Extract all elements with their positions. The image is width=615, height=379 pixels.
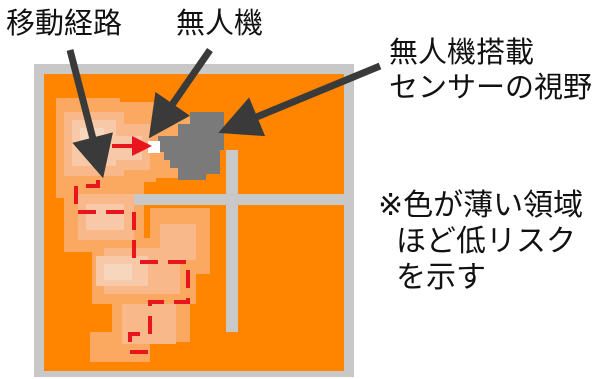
drone-callout-arrow (148, 48, 213, 139)
note-line3: を示す (396, 260, 486, 295)
risk-cell (104, 264, 132, 280)
sensor-label-line1: 無人機搭載 (389, 35, 535, 69)
wall-horizontal (134, 194, 344, 205)
note-line1: ※色が薄い領域 (378, 188, 584, 223)
drone-label: 無人機 (176, 6, 264, 40)
risk-cell (160, 224, 196, 260)
route-label: 移動経路 (6, 6, 123, 40)
walls (134, 150, 344, 332)
wall-vertical-top (226, 150, 238, 198)
sensor-view-label: 無人機搭載 センサーの視野 (389, 35, 592, 105)
risk-cell (86, 204, 124, 230)
risk-note: ※色が薄い領域 ほど低リスク を示す (378, 188, 583, 296)
sensor-label-line2: センサーの視野 (389, 69, 593, 104)
sensor-callout-arrow (218, 62, 382, 137)
drone-marker (148, 141, 160, 153)
sensor-view-region (158, 112, 224, 180)
route-callout-arrow (66, 49, 113, 179)
sensor-view-shape (158, 112, 224, 180)
route-path (74, 146, 190, 354)
wall-vertical-bottom (226, 194, 238, 332)
note-line2: ほど低リスク (396, 224, 576, 259)
